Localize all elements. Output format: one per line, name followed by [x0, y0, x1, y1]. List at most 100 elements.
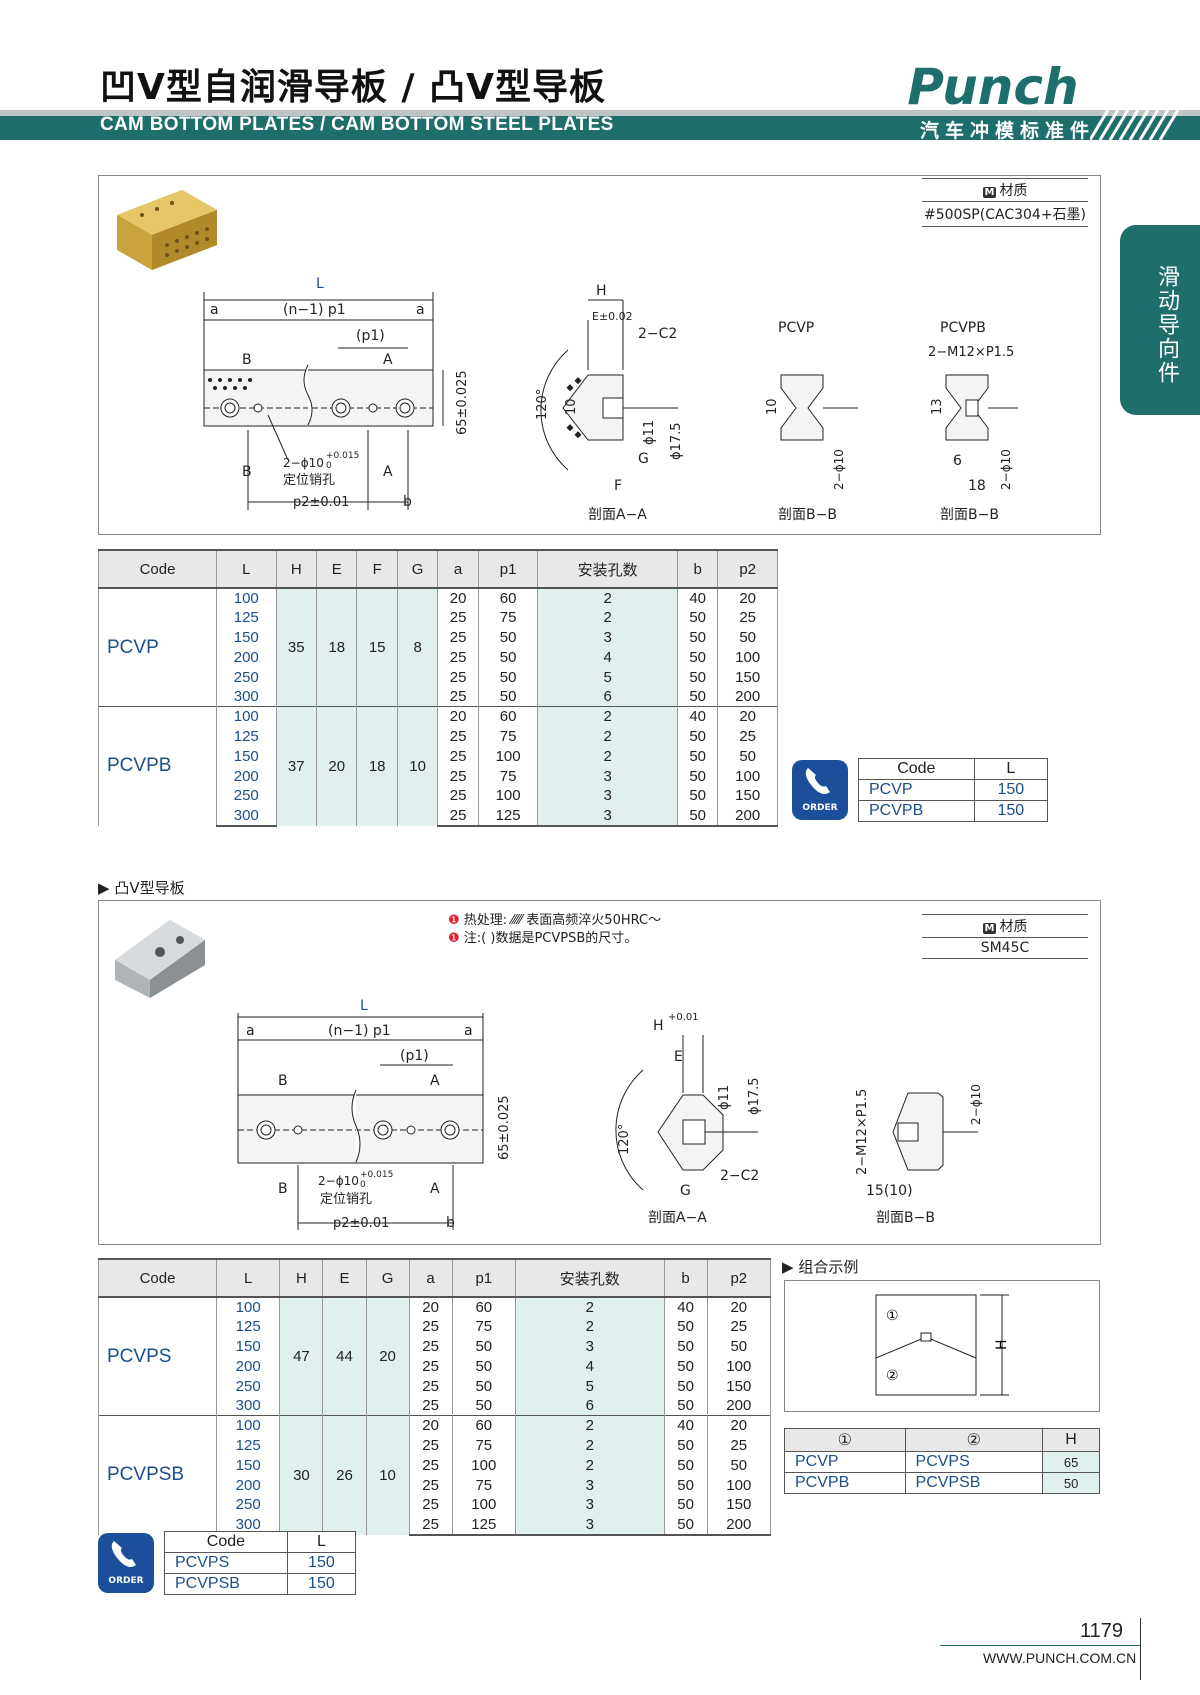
table-cell: 2 [515, 1455, 665, 1476]
table-cell: 25 [717, 607, 778, 628]
cell-L: 250 [216, 785, 277, 806]
dim-d175-2: ϕ17.5 [747, 1077, 762, 1115]
table-cell: 4 [515, 1356, 665, 1377]
column-header: p1 [451, 1258, 517, 1298]
table-cell: 50 [477, 647, 539, 668]
table-cell: 25 [408, 1376, 453, 1396]
table-cell: 50 [717, 746, 778, 767]
cell-H: 35 [275, 587, 318, 707]
table-cell: 100 [451, 1494, 517, 1515]
product-code: PCVP [98, 587, 217, 707]
table-cell: 25 [408, 1435, 453, 1456]
combo-heading: ▶ 组合示例 [782, 1258, 859, 1276]
table-cell: 6 [515, 1395, 665, 1416]
drawing-frame-2 [98, 900, 1101, 1245]
cell-L: 150 [216, 627, 277, 648]
table-cell: 50 [663, 1356, 708, 1377]
cell-L: 200 [215, 1356, 281, 1377]
cell-E: 18 [315, 587, 358, 707]
section-B-B-pcvpb: 剖面B−B [940, 507, 999, 523]
cell-L: 250 [215, 1376, 281, 1396]
table-cell: 50 [451, 1376, 517, 1396]
note-size-text: 注:( )数据是PCVPSB的尺寸。 [463, 931, 638, 946]
table-cell: 25 [437, 785, 479, 806]
label-B-bottom-2: B [278, 1181, 288, 1197]
table-cell: 5 [515, 1376, 665, 1396]
table-cell: 25 [437, 766, 479, 786]
section-A-A-2: 剖面A−A [648, 1210, 707, 1226]
order-icon-label: ORDER [802, 803, 838, 813]
table-cell: 20 [437, 706, 479, 727]
cell-H: 30 [279, 1415, 324, 1535]
table-cell: 2 [537, 607, 678, 628]
dim-height: 65±0.025 [455, 370, 470, 435]
table-cell: 20 [706, 1415, 772, 1436]
combo-cell: PCVPB [784, 1472, 906, 1494]
cell-L: 150 [216, 746, 277, 767]
table-cell: 25 [437, 726, 479, 747]
stripes-decoration [1090, 110, 1180, 140]
table-cell: 50 [676, 627, 719, 648]
dim-H-2: H [653, 1018, 664, 1034]
column-header: Code [98, 549, 217, 589]
table-cell: 25 [706, 1435, 772, 1456]
table-cell: 2 [537, 746, 678, 767]
label-B-top-2: B [278, 1073, 288, 1089]
cell-H: 47 [279, 1296, 324, 1416]
combo-header: ① [784, 1428, 906, 1452]
table-cell: 125 [451, 1514, 517, 1536]
thread-m12-2: 2−M12×P1.5 [855, 1089, 870, 1175]
cell-L: 150 [215, 1336, 281, 1357]
table-cell: 40 [663, 1296, 708, 1317]
dim-p1-2: (p1) [400, 1048, 429, 1064]
order-icon: ORDER [98, 1533, 154, 1593]
table-cell: 75 [477, 766, 539, 786]
section-B-B-2: 剖面B−B [876, 1210, 935, 1226]
material-value: SM45C [980, 940, 1030, 956]
table-cell: 50 [663, 1514, 708, 1536]
section2-heading: ▶ 凸V型导板 [98, 879, 185, 897]
section-A-A: 剖面A−A [588, 507, 647, 523]
section2-heading-text: 凸V型导板 [114, 879, 185, 897]
table-cell: 200 [706, 1514, 772, 1536]
table-cell: 2 [537, 726, 678, 747]
cell-E: 44 [322, 1296, 367, 1416]
cell-F: 15 [356, 587, 398, 707]
cell-L: 250 [216, 667, 277, 687]
cell-L: 100 [215, 1296, 281, 1317]
cell-L: 100 [215, 1415, 281, 1436]
table-cell: 200 [706, 1395, 772, 1416]
table-cell: 25 [408, 1514, 453, 1536]
combo-label-1: ① [886, 1308, 899, 1324]
pin-tol-up: +0.015 [326, 451, 359, 461]
column-header: E [322, 1258, 367, 1298]
dim-F: F [614, 478, 622, 494]
note-heat: ❶ 热处理: ⁄⁄⁄⁄⁄ 表面高频淬火50HRC～ [448, 913, 662, 928]
label-A-top: A [383, 352, 393, 368]
pin-hole-dim-2: 2−ϕ10 [318, 1174, 359, 1188]
table-cell: 50 [676, 785, 719, 806]
column-header: L [216, 549, 277, 589]
table-cell: 50 [451, 1395, 517, 1416]
table-cell: 25 [408, 1494, 453, 1515]
order-icon: ORDER [792, 760, 848, 820]
table-cell: 20 [717, 706, 778, 727]
table-cell: 3 [537, 785, 678, 806]
dim-E: E±0.02 [592, 310, 633, 323]
table-cell: 100 [706, 1475, 772, 1495]
side-tab-label: 滑动导向件 [1154, 265, 1179, 385]
table-cell: 20 [437, 587, 479, 608]
website-url: WWW.PUNCH.COM.CN [983, 1650, 1137, 1666]
